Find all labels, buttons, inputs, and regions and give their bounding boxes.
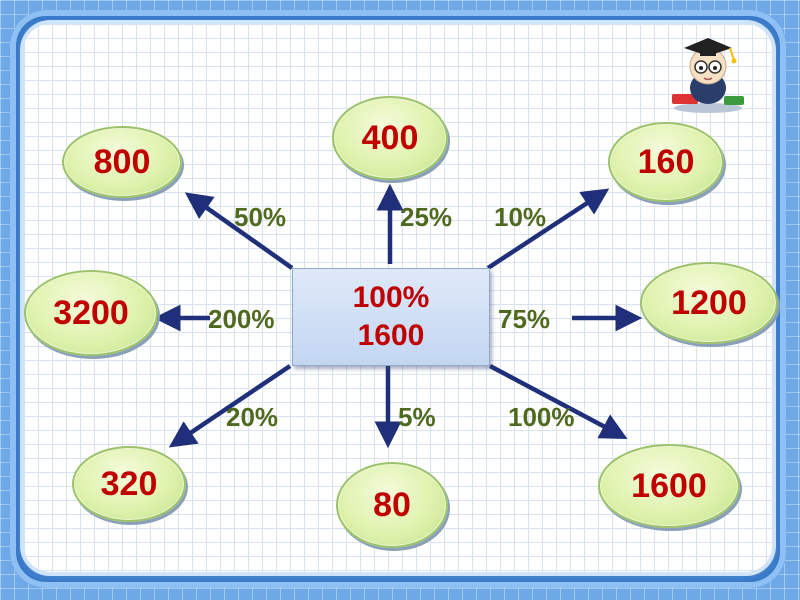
oval-right-value: 1200 — [671, 283, 747, 322]
oval-top-left: 800 — [62, 126, 182, 198]
oval-bottom-left: 320 — [72, 446, 186, 522]
percent-100: 100% — [508, 402, 575, 432]
oval-left-value: 3200 — [53, 293, 129, 332]
oval-top-right: 160 — [608, 122, 724, 202]
oval-right: 1200 — [640, 262, 778, 344]
percent-200: 200% — [208, 304, 275, 334]
oval-top-left-value: 800 — [93, 142, 151, 181]
percent-5: 5% — [398, 402, 436, 432]
oval-top: 400 — [332, 96, 448, 180]
graduate-owl-icon — [672, 38, 744, 113]
oval-bottom-left-value: 320 — [100, 464, 158, 503]
oval-bottom-value: 80 — [373, 485, 411, 524]
arrow-to-800 — [184, 192, 294, 270]
percent-20: 20% — [226, 402, 279, 432]
percent-75: 75% — [498, 304, 551, 334]
oval-bottom-right-value: 1600 — [631, 466, 707, 505]
center-value: 1600 — [357, 319, 425, 352]
percent-50: 50% — [234, 202, 287, 232]
percent-25: 25% — [400, 202, 453, 232]
arrow-to-160 — [486, 188, 610, 270]
oval-top-value: 400 — [361, 118, 419, 157]
percent-10: 10% — [494, 202, 547, 232]
center-percent: 100% — [352, 281, 430, 314]
oval-bottom-right: 1600 — [598, 444, 740, 528]
arrow-to-1600 — [488, 364, 628, 439]
oval-left: 3200 — [24, 270, 158, 356]
oval-top-right-value: 160 — [637, 142, 695, 181]
oval-bottom: 80 — [336, 462, 448, 548]
center-box: 100% 1600 — [292, 268, 490, 366]
arrow-to-320 — [168, 364, 292, 448]
